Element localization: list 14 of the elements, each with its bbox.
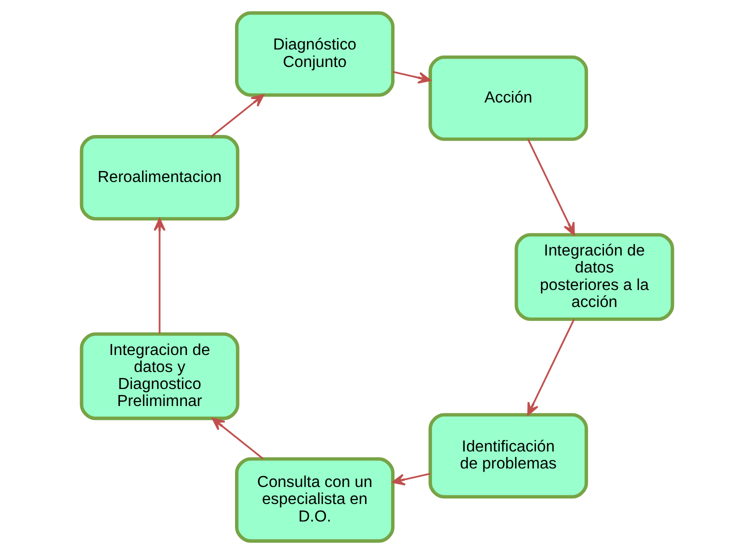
- arrow: [527, 319, 575, 416]
- node-box: Reroalimentacion: [80, 135, 240, 220]
- node-box: Diagnóstico Conjunto: [235, 11, 395, 97]
- node-box: Identificación de problemas: [428, 413, 588, 499]
- node-box: Integracion de datos y Diagnostico Prelimimnar: [80, 332, 240, 420]
- arrow: [212, 418, 264, 460]
- arrow: [210, 94, 264, 138]
- node-box: Integración de datos posteriores a la acción: [514, 233, 674, 321]
- arrow: [154, 218, 166, 334]
- arrow: [392, 472, 430, 486]
- node-box: Acción: [428, 55, 588, 141]
- node-box: Consulta con un especialista en D.O.: [235, 457, 395, 543]
- arrow: [392, 71, 432, 84]
- arrow: [527, 138, 575, 236]
